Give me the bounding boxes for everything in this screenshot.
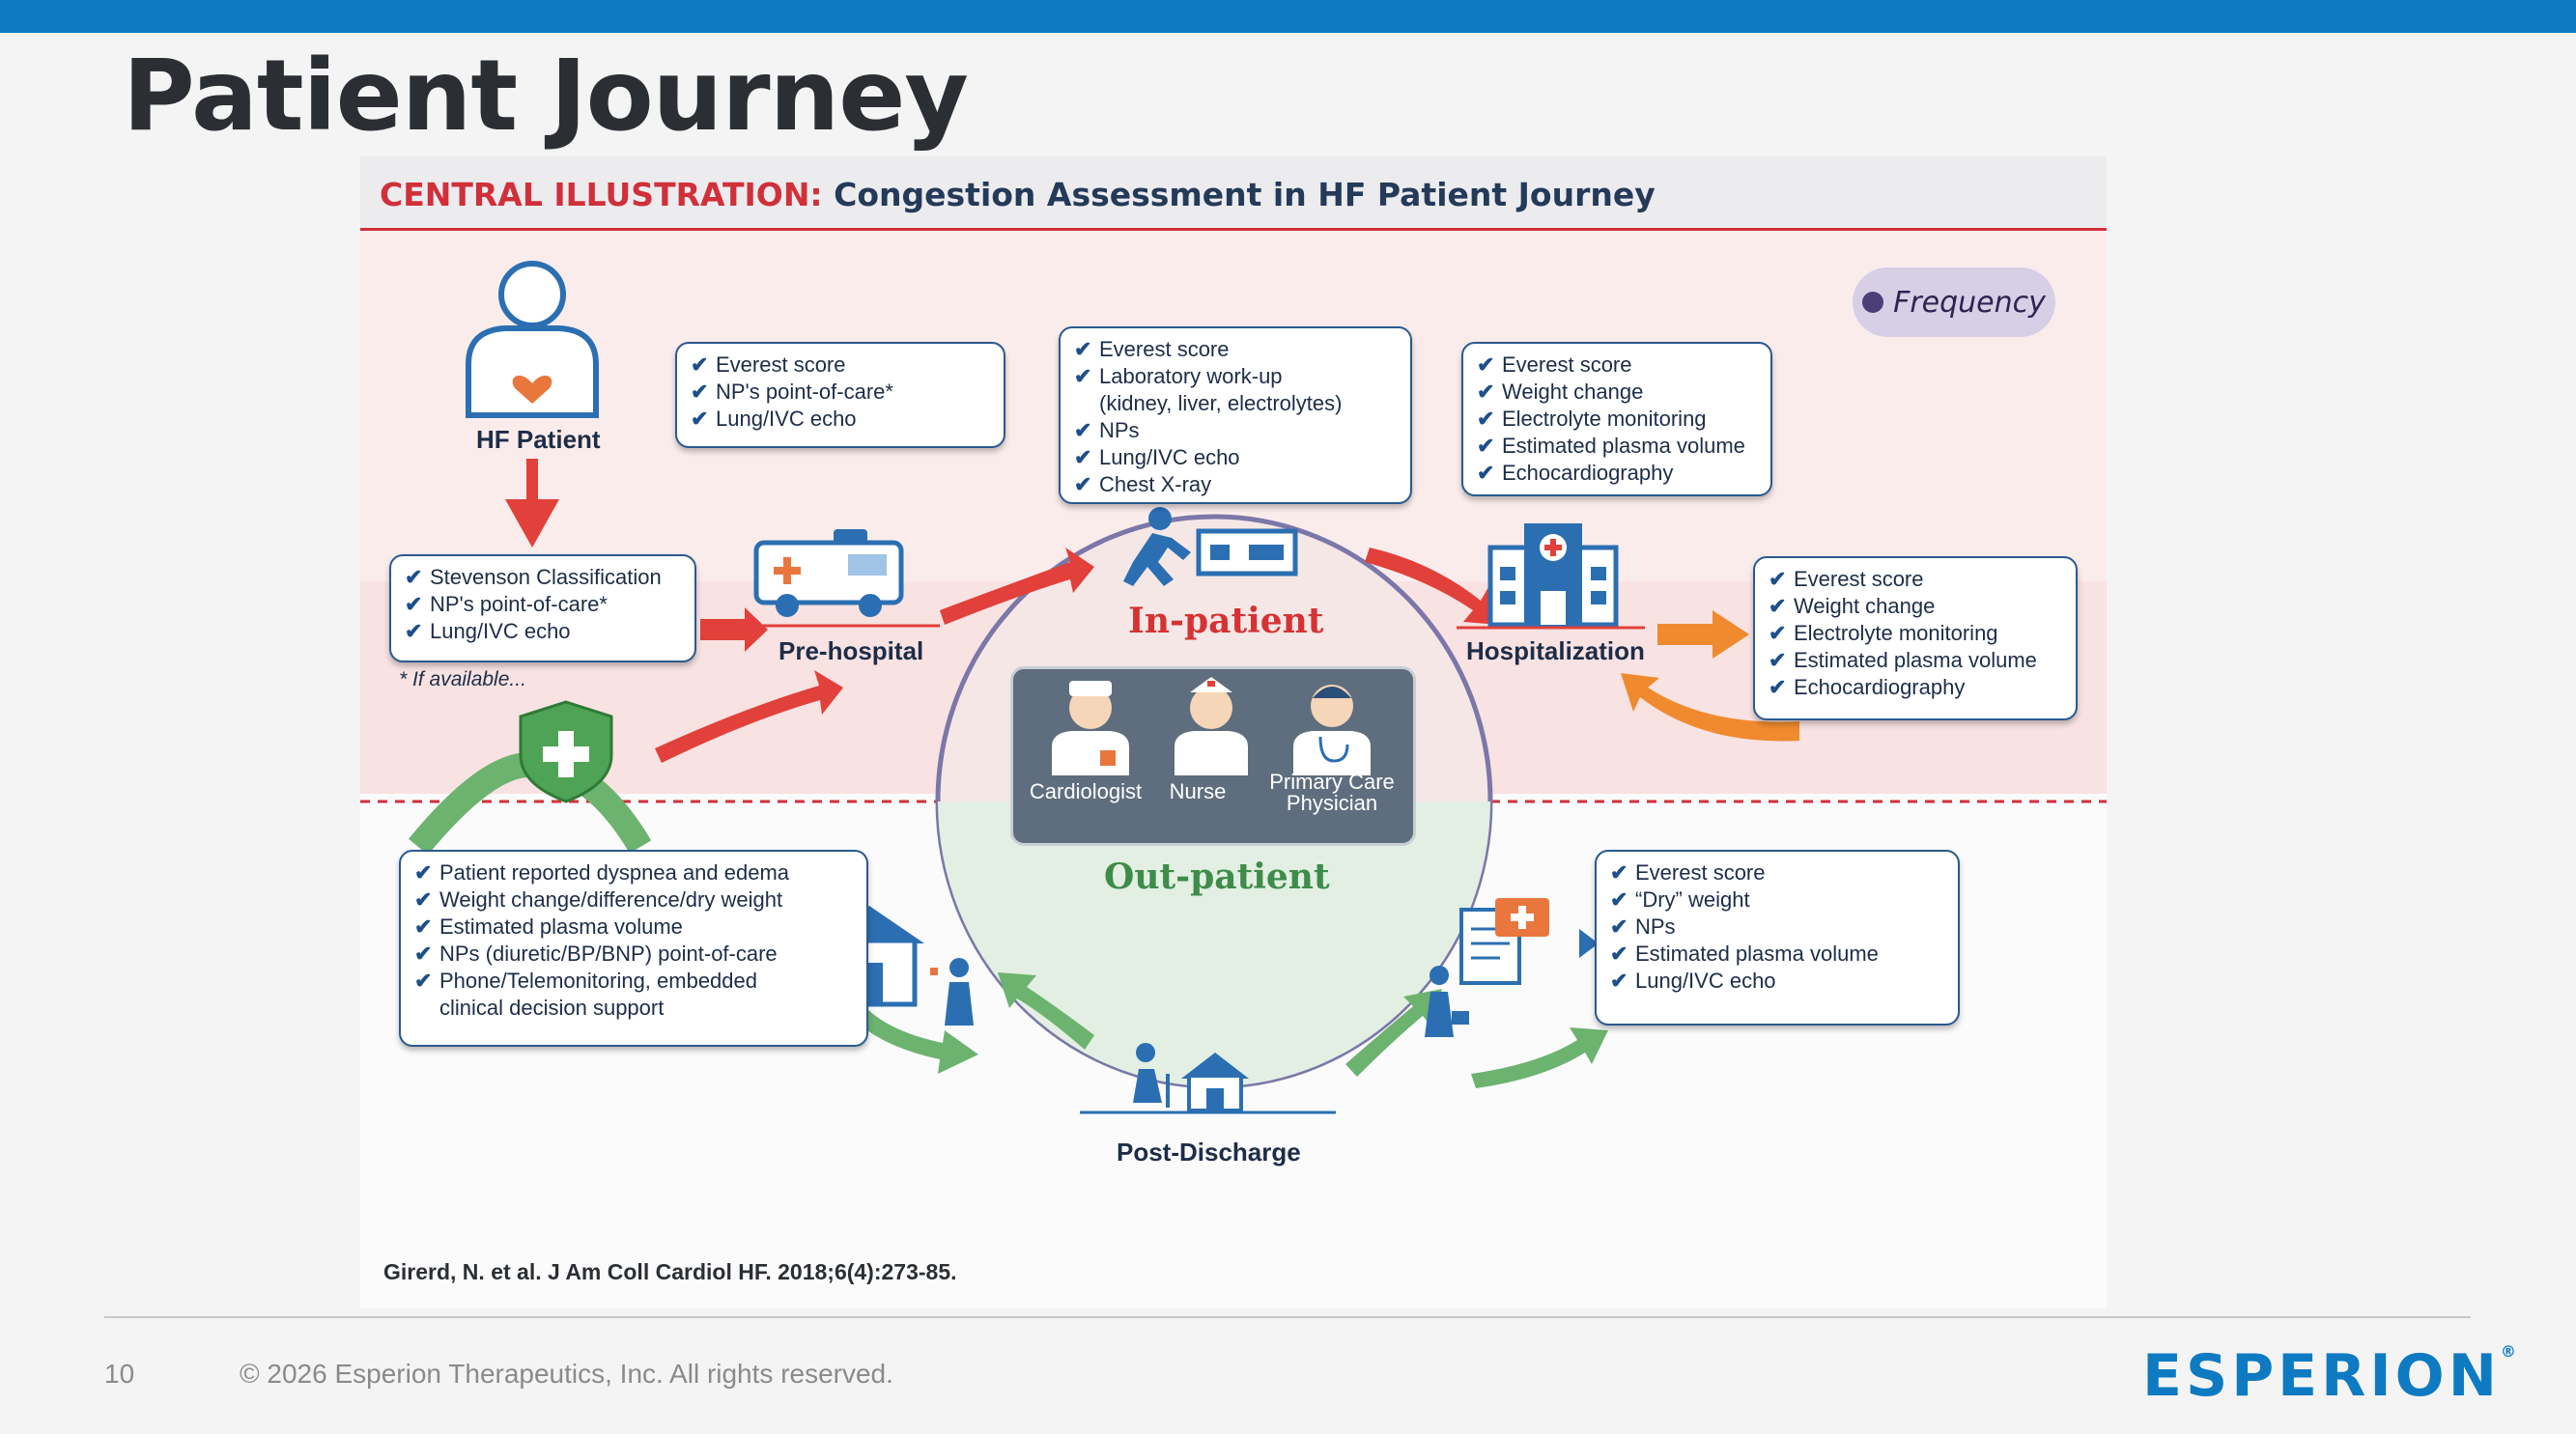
staff-primary-care: Primary Care: [1269, 770, 1395, 794]
esperion-logo: ESPERION®: [2142, 1342, 2520, 1410]
frequency-label: Frequency: [1893, 285, 2046, 320]
logo-registered-mark: ®: [2500, 1342, 2520, 1361]
list-item: Estimated plasma volume: [1477, 433, 1757, 460]
hospital-right-box: Everest score Weight change Electrolyte …: [1753, 556, 2078, 720]
staff-nurse: Nurse: [1169, 779, 1227, 803]
list-item: Everest score: [691, 351, 990, 379]
list-item: Everest score: [1477, 351, 1757, 379]
prehospital-box: Everest score NP's point-of-care* Lung/I…: [675, 342, 1005, 448]
list-item: Everest score: [1769, 566, 2062, 593]
list-item: Electrolyte monitoring: [1477, 406, 1757, 433]
staff-cardiologist: Cardiologist: [1029, 779, 1143, 803]
list-item: Lung/IVC echo: [405, 618, 681, 645]
list-item: Everest score: [1610, 859, 1944, 886]
node-hospitalization: Hospitalization: [1466, 636, 1645, 665]
admission-box: Everest score Laboratory work-up (kidney…: [1059, 326, 1412, 504]
node-hf-patient: HF Patient: [476, 425, 601, 454]
stevenson-box: Stevenson Classification NP's point-of-c…: [389, 554, 696, 662]
frequency-dot-icon: [1862, 292, 1884, 313]
page-number: 10: [104, 1359, 135, 1389]
list-item: Chest X-ray: [1074, 471, 1397, 498]
figure-header-title: Congestion Assessment in HF Patient Jour…: [834, 176, 1656, 213]
zone-in-patient: In-patient: [1128, 601, 1324, 641]
care-team-icons: [1052, 677, 1371, 775]
logo-text: ESPERION: [2142, 1342, 2501, 1410]
discharge-box: Everest score “Dry” weight NPs Estimated…: [1595, 850, 1960, 1026]
list-item: Phone/Telemonitoring, embedded: [414, 968, 853, 995]
central-illustration: CENTRAL ILLUSTRATION: Congestion Assessm…: [360, 156, 2107, 1308]
care-team-panel: Cardiologist Nurse Primary Care Physicia…: [1010, 666, 1416, 846]
list-item: Estimated plasma volume: [1769, 647, 2062, 674]
list-item: Lung/IVC echo: [1074, 444, 1397, 471]
list-item: Weight change: [1769, 593, 2062, 620]
outpatient-box: Patient reported dyspnea and edema Weigh…: [399, 850, 868, 1047]
list-item: NP's point-of-care*: [691, 379, 990, 406]
list-item: Weight change: [1477, 379, 1757, 406]
list-item: Estimated plasma volume: [1610, 941, 1944, 968]
if-available-note: * If available...: [399, 668, 526, 690]
node-post-discharge: Post-Discharge: [1117, 1138, 1301, 1167]
list-item: NPs (diuretic/BP/BNP) point-of-care: [414, 941, 853, 968]
zone-out-patient: Out-patient: [1104, 857, 1330, 897]
figure-header: CENTRAL ILLUSTRATION: Congestion Assessm…: [380, 176, 1656, 213]
list-item: Stevenson Classification: [405, 564, 681, 591]
list-item: Patient reported dyspnea and edema: [414, 859, 853, 886]
citation: Girerd, N. et al. J Am Coll Cardiol HF. …: [383, 1259, 957, 1284]
copyright: © 2026 Esperion Therapeutics, Inc. All r…: [240, 1359, 893, 1389]
frequency-legend: Frequency: [1853, 267, 2055, 337]
list-item: Laboratory work-up: [1074, 363, 1397, 390]
hospital-box: Everest score Weight change Electrolyte …: [1461, 342, 1772, 496]
list-item-continuation: (kidney, liver, electrolytes): [1099, 391, 1343, 415]
footer-divider: [104, 1316, 2471, 1318]
staff-physician: Physician: [1286, 791, 1378, 815]
list-item: NPs: [1074, 417, 1397, 444]
list-item: Lung/IVC echo: [691, 406, 990, 433]
list-item: Weight change/difference/dry weight: [414, 886, 853, 914]
list-item-continuation: clinical decision support: [439, 996, 665, 1020]
list-item: Estimated plasma volume: [414, 914, 853, 941]
list-item: Lung/IVC echo: [1610, 968, 1944, 995]
list-item: NPs: [1610, 914, 1944, 941]
list-item: Everest score: [1074, 336, 1397, 363]
list-item: NP's point-of-care*: [405, 591, 681, 618]
slide-title: Patient Journey: [123, 39, 969, 154]
list-item: Echocardiography: [1769, 674, 2062, 701]
list-item: “Dry” weight: [1610, 886, 1944, 914]
list-item: Electrolyte monitoring: [1769, 620, 2062, 647]
top-accent-bar: [0, 0, 2576, 33]
list-item: Echocardiography: [1477, 460, 1757, 487]
node-pre-hospital: Pre-hospital: [778, 636, 924, 665]
figure-header-label: CENTRAL ILLUSTRATION:: [380, 176, 823, 213]
